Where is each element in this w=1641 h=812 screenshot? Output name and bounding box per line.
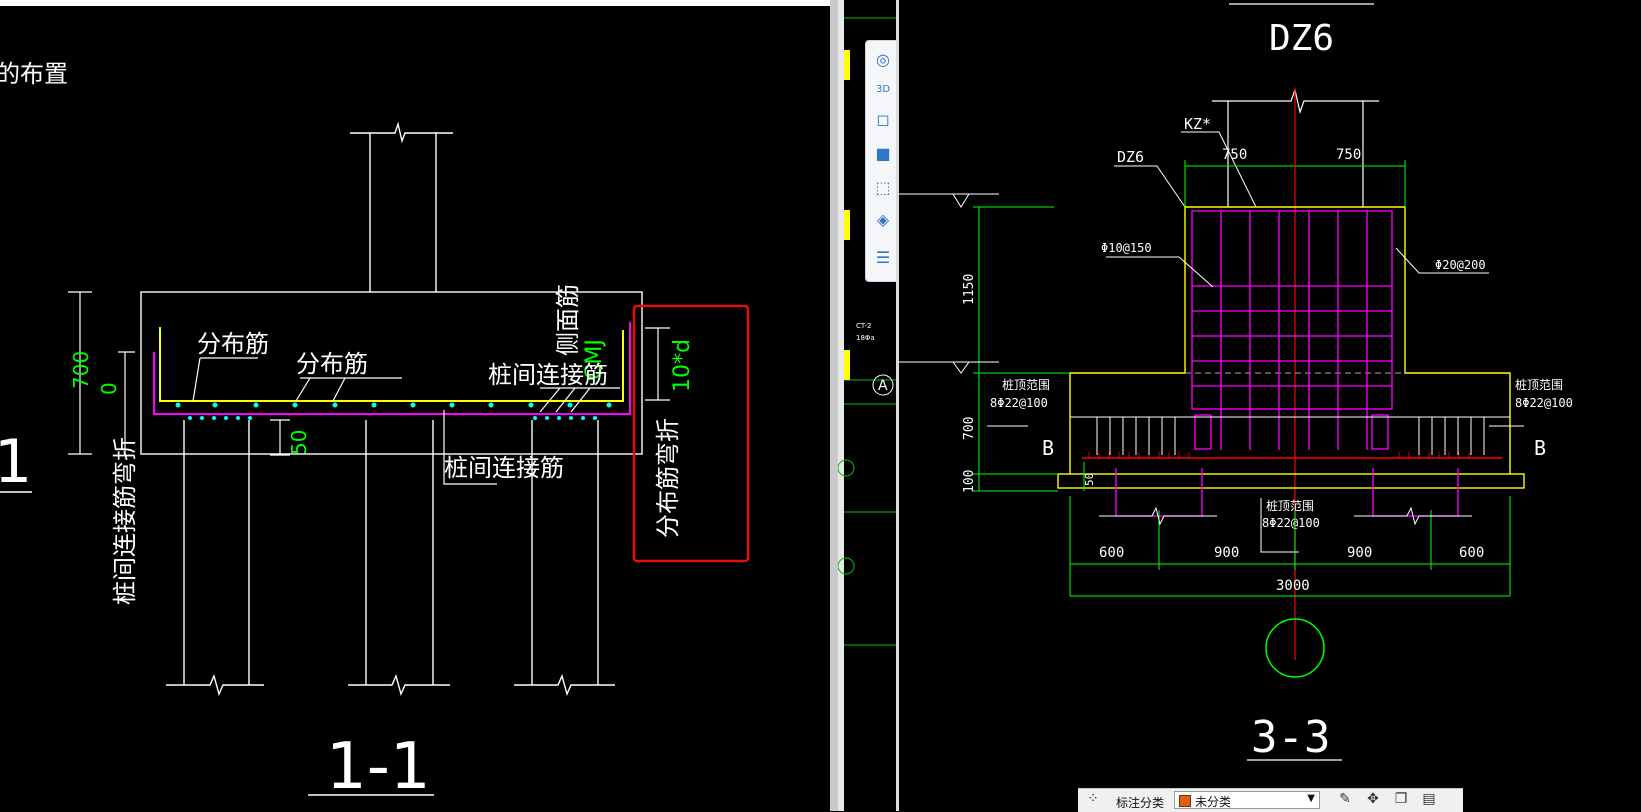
dim-bottom-3: 900 (1347, 545, 1372, 561)
right-drawing-canvas: DZ6 KZ* DZ6 750 750 (899, 3, 1573, 763)
dim-700: 700 (69, 351, 93, 389)
center-note-1: 桩顶范围 (1266, 498, 1314, 513)
rebar-cage (1115, 210, 1459, 517)
annotation-category-label: 标注分类 (1116, 796, 1165, 810)
label-distribution-bar-2: 分布筋 (296, 350, 368, 378)
piles (166, 420, 615, 697)
dim-top-1: 750 (1222, 147, 1247, 163)
3d-view-icon[interactable]: 3D (875, 83, 891, 95)
orbit-icon[interactable]: ◎ (876, 49, 890, 69)
move-icon[interactable]: ✥ (1367, 791, 1379, 807)
left-note-1: 桩顶范围 (1002, 377, 1050, 392)
label-bend-length: 10*d (670, 339, 695, 392)
right-note-2: 8Φ22@100 (1515, 396, 1573, 410)
bottom-dimension-lines (1069, 496, 1511, 597)
dim-50: 50 (1083, 473, 1096, 486)
mid-text-1: CT-2 (856, 322, 872, 330)
properties-icon[interactable]: ☰ (875, 247, 891, 267)
distribution-bar-yellow (159, 327, 624, 402)
level-marks (899, 193, 999, 374)
middle-lines (844, 17, 898, 646)
partial-title: 的布置 (0, 60, 68, 88)
dim-100: 100 (962, 470, 977, 493)
mark-b-right: B (1534, 436, 1546, 460)
leader-lines (192, 357, 620, 485)
section-mark-left: 1 (0, 427, 32, 497)
label-pile-connect-bottom: 桩间连接筋 (444, 454, 564, 482)
label-distribution-bar-1: 分布筋 (197, 330, 269, 358)
bend-dimension (645, 327, 670, 401)
pane-divider-left[interactable] (830, 0, 838, 811)
view-tool-panel: ◎ 3D ◻ ■ ⬚ ◈ ☰ (865, 40, 901, 282)
label-distribution-bend: 分布筋弯折 (654, 418, 682, 538)
label-cmj: CMJ (582, 339, 607, 380)
dim-700: 700 (962, 417, 977, 440)
center-note-2: 8Φ22@100 (1262, 516, 1320, 530)
left-cad-viewport[interactable]: 的布置 1 (0, 0, 830, 811)
solid-cube-icon[interactable]: ■ (875, 143, 891, 163)
dimension-left (68, 291, 290, 456)
pile-top-bars (1088, 452, 1470, 458)
left-note-2: 8Φ22@100 (990, 396, 1048, 410)
right-note-1: 桩顶范围 (1515, 377, 1563, 392)
label-side-bar: 侧面筋 (554, 284, 582, 356)
section-title-1-1: 1-1 (326, 730, 431, 804)
edit-icon[interactable]: ✎ (1339, 791, 1351, 807)
tag-kz: KZ* (1184, 115, 1211, 133)
left-drawing-canvas: 的布置 1 (0, 0, 830, 804)
right-leaders (987, 247, 1524, 553)
label-pile-connect-top: 桩间连接筋 (488, 361, 608, 389)
anchor-bars (1070, 416, 1510, 455)
dim-1150: 1150 (962, 274, 977, 305)
annotation-category-bar: ⁘ 标注分类 未分类 ▼ ✎ ✥ ❐ ▤ (1078, 788, 1463, 812)
column-outline (350, 121, 453, 292)
mid-axis-mark: A (878, 378, 888, 394)
cube-icon[interactable]: ◻ (876, 109, 890, 129)
chevron-down-icon: ▼ (1307, 793, 1315, 804)
label-side-rebar: Φ20@200 (1435, 258, 1486, 272)
pane-divider-right[interactable] (896, 0, 899, 811)
pier-outline (1057, 206, 1525, 489)
annotation-category-select[interactable]: 未分类 ▼ (1174, 791, 1320, 809)
dim-top-2: 750 (1336, 147, 1361, 163)
dim-0: 0 (97, 382, 121, 395)
isolate-icon[interactable]: ◈ (876, 209, 890, 229)
grid-icon[interactable]: ⁘ (1087, 791, 1099, 807)
mid-text-2: 18Φa (856, 334, 875, 342)
category-color-swatch (1179, 795, 1191, 807)
title-dz6: DZ6 (1269, 18, 1334, 59)
dim-50: 50 (287, 430, 311, 455)
highlight-box (632, 304, 750, 563)
pile-break-lines (1099, 506, 1472, 526)
grid-axis-circle (1265, 618, 1325, 678)
tag-dz6: DZ6 (1117, 148, 1144, 166)
right-cad-viewport[interactable]: DZ6 KZ* DZ6 750 750 (899, 0, 1641, 811)
copy-icon[interactable]: ❐ (1394, 791, 1408, 807)
rebar-dots (175, 402, 612, 420)
pile-cap-outline (140, 291, 643, 455)
connecting-bar-magenta (153, 322, 631, 415)
dim-bottom-1: 600 (1099, 545, 1124, 561)
annotation-category-value: 未分类 (1195, 795, 1232, 809)
dim-bottom-2: 900 (1214, 545, 1239, 561)
section-title-3-3: 3-3 (1251, 712, 1330, 763)
left-dimension-lines (973, 206, 1085, 492)
column-lines (1212, 87, 1379, 207)
dim-total: 3000 (1276, 578, 1310, 594)
mark-b-left: B (1042, 436, 1054, 460)
paste-icon[interactable]: ▤ (1422, 791, 1436, 807)
dim-bottom-4: 600 (1459, 545, 1484, 561)
left-window-edge (0, 0, 830, 6)
label-pile-connect-bend: 桩间连接筋弯折 (111, 437, 139, 605)
select-region-icon[interactable]: ⬚ (875, 177, 891, 197)
label-stirrup: Φ10@150 (1101, 241, 1152, 255)
